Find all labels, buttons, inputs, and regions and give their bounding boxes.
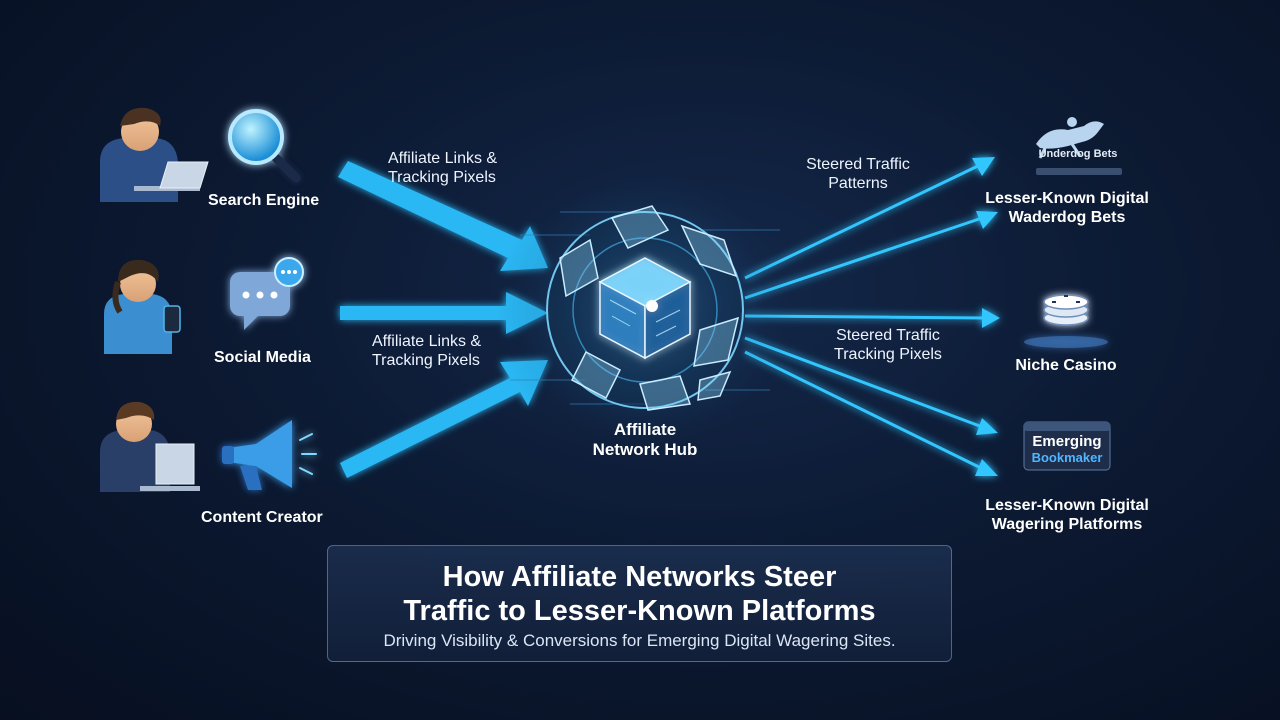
hub-label-line: Affiliate (613, 420, 677, 439)
platform-name-line: Waderdog Bets (1008, 209, 1126, 226)
megaphone-icon (222, 420, 317, 490)
logo-line: Emerging (1032, 433, 1102, 450)
hub-cube (598, 257, 692, 360)
title-panel: How Affiliate Networks Steer Traffic to … (327, 545, 952, 662)
platform-waderdog-bets-name: Lesser-Known Digital Waderdog Bets (980, 189, 1154, 227)
flow-label-line: Tracking Pixels (372, 352, 480, 369)
flow-label-line: Tracking Pixels (834, 346, 942, 363)
person-phone-icon (104, 259, 181, 354)
chat-bubble-icon (230, 257, 304, 330)
incoming-arrow-top (338, 161, 548, 271)
flow-label-line: Affiliate Links & (388, 150, 498, 167)
flow-label-line: Affiliate Links & (372, 333, 482, 350)
underdog-bets-logo-text: Underdog Bets (1038, 148, 1118, 160)
title-line-1: How Affiliate Networks Steer (442, 561, 837, 593)
emerging-bookmaker-logo-text: Emerging Bookmaker (1024, 434, 1110, 466)
platform-name-line: Lesser-Known Digital (985, 497, 1149, 514)
hub-label: Affiliate Network Hub (560, 420, 730, 460)
incoming-arrow-bottom (340, 360, 548, 478)
source-social-media-label: Social Media (214, 349, 311, 366)
magnifier-icon (228, 109, 301, 183)
flow-label-line: Tracking Pixels (388, 169, 496, 186)
flow-label-line: Patterns (828, 175, 888, 192)
horse-racing-icon (1036, 117, 1104, 159)
person-desktop-icon (100, 401, 200, 492)
flow-label-left-top: Affiliate Links & Tracking Pixels (388, 149, 497, 187)
incoming-arrow-middle (340, 292, 548, 334)
casino-chips-icon (1024, 294, 1108, 348)
title-line-2: Traffic to Lesser-Known Platforms (403, 595, 876, 627)
emerging-bookmaker-logo-plate (1023, 421, 1111, 471)
person-laptop-icon (100, 107, 209, 202)
logo-line: Bookmaker (1031, 450, 1103, 465)
platform-name-line: Lesser-Known Digital (985, 190, 1149, 207)
source-content-creator-label: Content Creator (201, 509, 323, 526)
source-search-engine-label: Search Engine (208, 192, 320, 209)
subtitle: Driving Visibility & Conversions for Eme… (383, 631, 896, 650)
network-hub (495, 160, 795, 460)
flow-label-line: Steered Traffic (806, 156, 910, 173)
hub-label-line: Network Hub (592, 440, 698, 459)
flow-label-right-mid: Steered Traffic Tracking Pixels (826, 326, 950, 364)
platform-niche-casino-name: Niche Casino (1015, 357, 1117, 374)
flow-label-line: Steered Traffic (836, 327, 940, 344)
flow-label-right-top: Steered Traffic Patterns (796, 155, 920, 193)
platform-name-line: Wagering Platforms (991, 516, 1143, 533)
underdog-bets-logo-plate (1036, 168, 1122, 175)
platform-wagering-platforms-name: Lesser-Known Digital Wagering Platforms (980, 496, 1154, 534)
flow-label-left-mid: Affiliate Links & Tracking Pixels (372, 332, 481, 370)
